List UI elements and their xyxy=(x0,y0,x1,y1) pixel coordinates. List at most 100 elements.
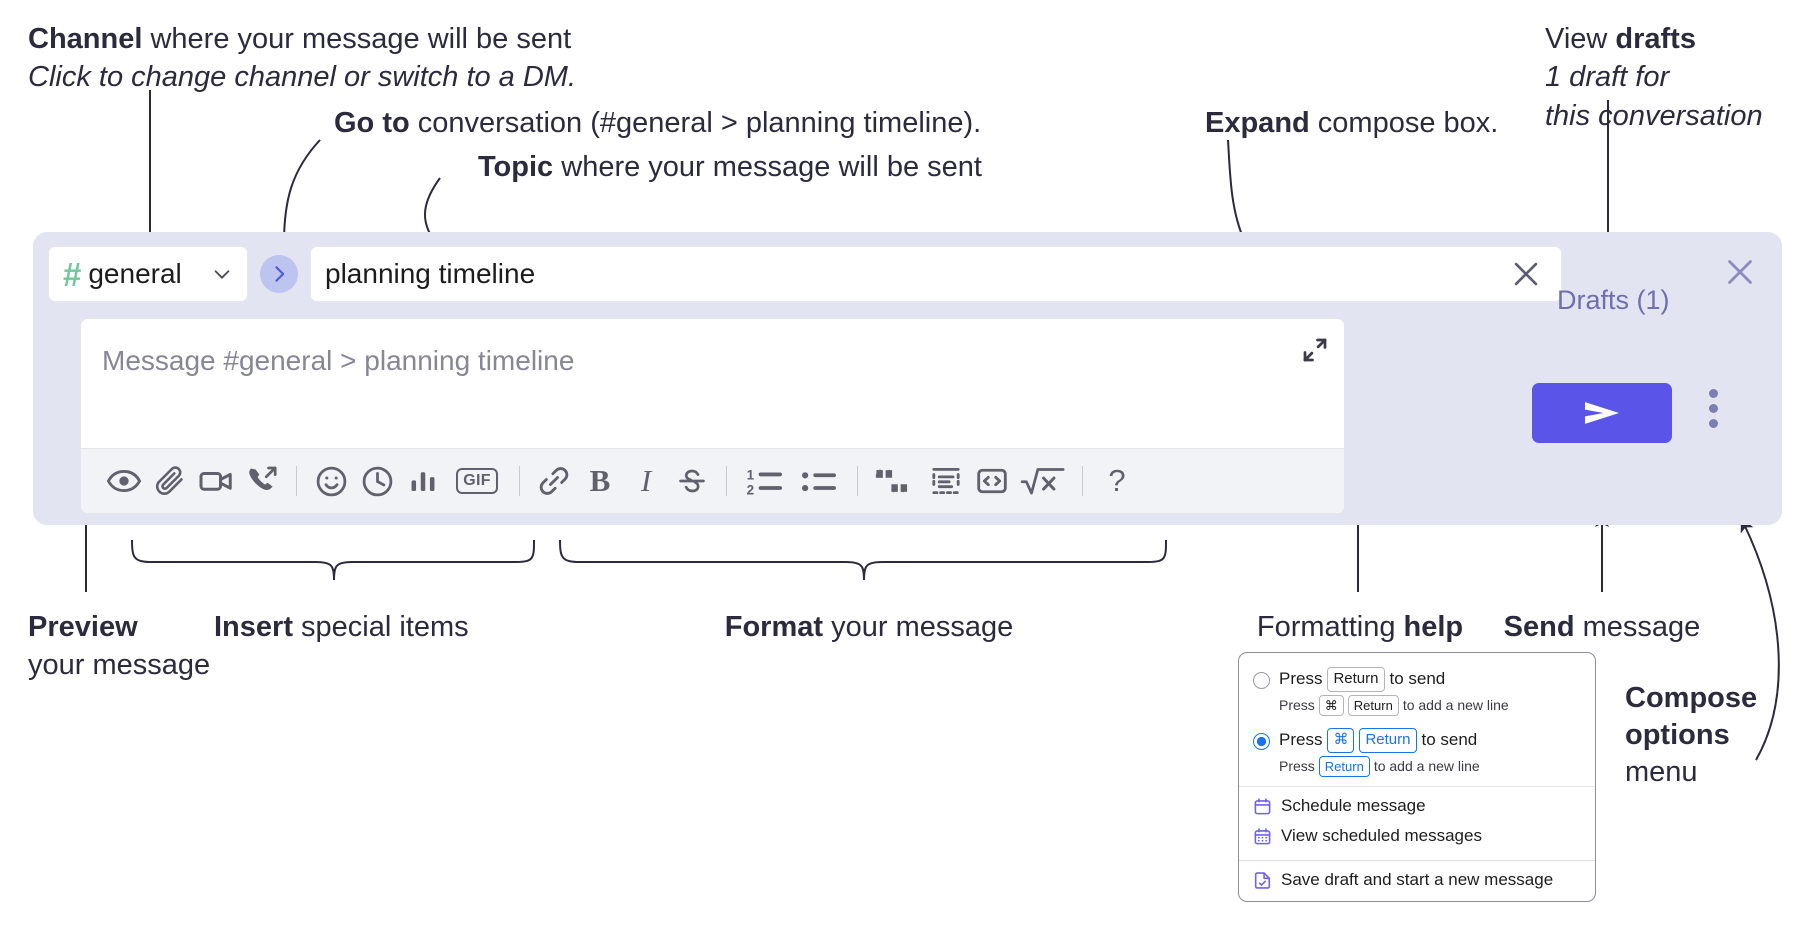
bold-button[interactable]: B xyxy=(577,458,623,504)
calendar-grid-icon xyxy=(1253,827,1272,846)
annotation-expand: Expand compose box. xyxy=(1205,104,1498,142)
key-command: ⌘ xyxy=(1327,728,1355,753)
menu-item-view-scheduled[interactable]: View scheduled messages xyxy=(1239,821,1595,851)
annotation-compose-options-line2: options xyxy=(1625,719,1730,752)
menu-item-schedule-message[interactable]: Schedule message xyxy=(1239,791,1595,821)
channel-selector[interactable]: # general xyxy=(48,246,248,302)
go-to-conversation-button[interactable] xyxy=(260,255,298,293)
numbered-list-icon: 12 xyxy=(747,467,782,497)
emoji-button[interactable] xyxy=(308,458,354,504)
menu-item-label: Save draft and start a new message xyxy=(1281,870,1554,889)
link-button[interactable] xyxy=(531,458,577,504)
key-return: Return xyxy=(1359,728,1417,753)
annotation-channel-sub: Click to change channel or switch to a D… xyxy=(28,61,577,94)
toolbar-separator xyxy=(519,466,520,496)
option-text: to send xyxy=(1389,669,1446,689)
gif-button[interactable]: GIF xyxy=(446,458,508,504)
message-compose-box[interactable]: Message #general > planning timeline xyxy=(80,318,1345,514)
video-camera-icon xyxy=(199,472,232,491)
menu-divider xyxy=(1239,860,1595,861)
question-mark-icon: ? xyxy=(1108,463,1126,498)
reminder-button[interactable] xyxy=(354,458,400,504)
bulleted-list-icon xyxy=(802,472,836,492)
vertical-dots-icon xyxy=(1709,389,1718,398)
annotation-send-bold: Send xyxy=(1503,611,1575,643)
formatting-help-button[interactable]: ? xyxy=(1094,458,1140,504)
strikethrough-button[interactable] xyxy=(669,458,715,504)
option-sub-line: Press ⌘ Return to add a new line xyxy=(1239,694,1595,716)
option-sub-text: to add a new line xyxy=(1402,697,1509,714)
compose-options-button[interactable] xyxy=(1709,389,1718,428)
option-main-line: Press Return to send xyxy=(1279,667,1445,692)
channel-topic-row: # general planning timeline xyxy=(48,246,1562,302)
code-block-icon xyxy=(932,467,960,495)
menu-option-cmd-return-to-send[interactable]: Press ⌘ Return to send xyxy=(1239,724,1595,753)
annotation-preview-bold: Preview xyxy=(28,611,138,643)
bar-chart-icon xyxy=(411,472,435,491)
strikethrough-icon xyxy=(679,469,705,493)
audio-clip-button[interactable] xyxy=(239,458,285,504)
annotation-format-rest: your message xyxy=(823,611,1014,643)
preview-button[interactable] xyxy=(101,458,147,504)
annotation-compose-options-line3: menu xyxy=(1625,756,1698,789)
option-sub-text: Press xyxy=(1279,697,1315,714)
italic-icon: I xyxy=(640,463,652,498)
send-message-button[interactable] xyxy=(1532,383,1672,443)
topic-input[interactable]: planning timeline xyxy=(310,246,1562,302)
annotation-preview: Preview your message xyxy=(28,608,210,685)
radio-button-selected[interactable] xyxy=(1253,733,1270,750)
attach-button[interactable] xyxy=(147,458,193,504)
menu-item-label: Schedule message xyxy=(1281,796,1426,815)
annotation-topic-rest: where your message will be sent xyxy=(553,151,982,183)
annotation-insert-bold: Insert xyxy=(214,611,293,643)
option-main-line: Press ⌘ Return to send xyxy=(1279,728,1477,753)
svg-text:2: 2 xyxy=(747,482,754,497)
poll-button[interactable] xyxy=(400,458,446,504)
vertical-dots-icon xyxy=(1709,419,1718,428)
option-text: Press xyxy=(1279,669,1323,689)
annotation-goto-rest: conversation (#general > planning timeli… xyxy=(409,107,982,139)
phone-arrow-icon xyxy=(249,466,277,491)
annotation-format-bold: Format xyxy=(724,611,824,643)
send-paper-plane-icon xyxy=(1585,402,1619,424)
code-button[interactable] xyxy=(969,458,1015,504)
blockquote-button[interactable] xyxy=(869,458,923,504)
annotation-expand-rest: compose box. xyxy=(1309,107,1499,139)
annotation-drafts-plain: View xyxy=(1545,23,1616,55)
italic-button[interactable]: I xyxy=(623,458,669,504)
key-return: Return xyxy=(1318,755,1370,777)
message-placeholder: Message #general > planning timeline xyxy=(102,345,575,376)
hash-icon: # xyxy=(63,255,82,293)
latex-button[interactable] xyxy=(1015,458,1071,504)
vertical-dots-icon xyxy=(1709,404,1718,413)
close-compose-button[interactable] xyxy=(1722,254,1758,290)
toolbar-separator xyxy=(296,466,297,496)
menu-item-save-draft[interactable]: Save draft and start a new message xyxy=(1239,865,1595,895)
menu-divider xyxy=(1239,786,1595,787)
annotation-channel: Channel where your message will be sent … xyxy=(28,20,576,97)
topic-value: planning timeline xyxy=(325,258,536,289)
drafts-link[interactable]: Drafts (1) xyxy=(1557,285,1670,315)
annotation-drafts-sub2: this conversation xyxy=(1545,99,1763,132)
channel-name-label: general xyxy=(88,258,182,289)
annotation-channel-bold: Channel xyxy=(28,23,143,55)
bulleted-list-button[interactable] xyxy=(792,458,846,504)
close-icon[interactable] xyxy=(1509,257,1547,291)
expand-compose-button[interactable] xyxy=(1300,335,1330,365)
menu-option-return-to-send[interactable]: Press Return to send xyxy=(1239,663,1595,692)
calendar-clock-icon xyxy=(1253,797,1272,816)
code-block-button[interactable] xyxy=(923,458,969,504)
option-sub-text: Press xyxy=(1279,758,1315,775)
expand-diagonal-icon xyxy=(1303,338,1327,362)
compose-panel: # general planning timeline Message #gen… xyxy=(33,232,1782,525)
option-sub-text: to add a new line xyxy=(1373,758,1480,775)
annotation-drafts: View drafts 1 draft for this conversatio… xyxy=(1545,20,1763,135)
paperclip-icon xyxy=(155,465,183,495)
video-clip-button[interactable] xyxy=(193,458,239,504)
radio-button[interactable] xyxy=(1253,672,1270,689)
toolbar-separator xyxy=(726,466,727,496)
eye-icon xyxy=(106,469,142,493)
annotation-topic: Topic where your message will be sent xyxy=(478,148,982,186)
